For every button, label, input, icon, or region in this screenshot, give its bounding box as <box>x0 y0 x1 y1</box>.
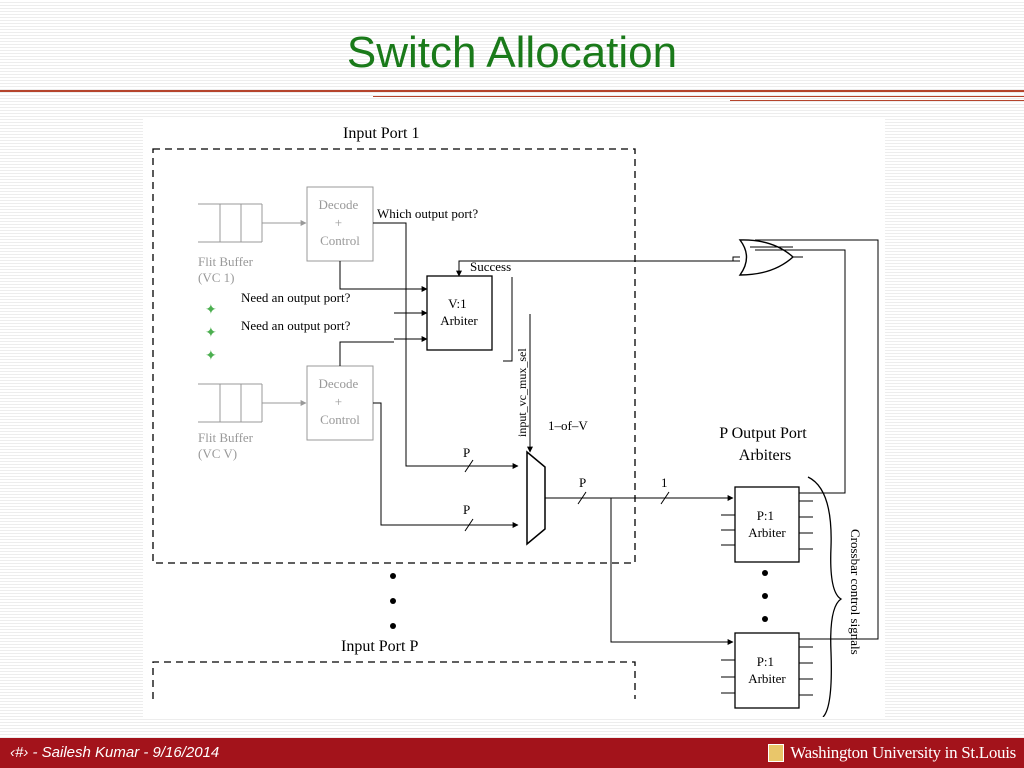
crossbar-control-label: Crossbar control signals <box>848 529 863 655</box>
p1-arbiter-top-label: P:1 Arbiter <box>748 508 786 540</box>
or-gate <box>738 239 795 276</box>
arbiter-dot <box>762 616 768 622</box>
success-label: Success <box>470 259 511 274</box>
p1-arbiter-top <box>734 486 800 563</box>
arbiter-dot <box>762 593 768 599</box>
bus-label-p: P <box>463 445 470 460</box>
one-of-v-label: 1–of–V <box>548 418 588 433</box>
mux <box>526 450 546 546</box>
which-output-port-label: Which output port? <box>377 206 478 221</box>
input-port-1-label: Input Port 1 <box>343 125 419 142</box>
slide-title: Switch Allocation <box>346 28 678 77</box>
flit-buffer-vcv-label: Flit Buffer (VC V) <box>198 430 256 461</box>
port-dot <box>390 623 396 629</box>
arbiter-dot <box>762 570 768 576</box>
input-port-p-box <box>152 661 636 699</box>
vc-dot: ✦ <box>205 303 217 318</box>
flit-buffer-vc1-label: Flit Buffer (VC 1) <box>198 254 256 285</box>
title-rule-3 <box>730 100 1024 101</box>
bus-label-one: 1 <box>661 475 668 490</box>
bus-label-p: P <box>579 475 586 490</box>
university-name: Washington University in St.Louis <box>790 743 1016 762</box>
flit-buffer-vc1 <box>198 203 307 243</box>
slide-footer: ‹#› - Sailesh Kumar - 9/16/2014 Washingt… <box>0 738 1024 768</box>
footer-text: ‹#› - Sailesh Kumar - 9/16/2014 <box>10 744 220 761</box>
need-output-port-label-1: Need an output port? <box>241 290 351 305</box>
university-brand: Washington University in St.Louis <box>768 743 1016 763</box>
p1-arbiter-bottom-label: P:1 Arbiter <box>748 654 786 686</box>
vc-dot: ✦ <box>205 349 217 364</box>
title-rule-1 <box>0 90 1024 92</box>
decode-control-top-label: Decode + Control <box>319 197 362 248</box>
port-dot <box>390 598 396 604</box>
input-vc-mux-sel-label: input_vc_mux_sel <box>515 348 529 437</box>
vc-dot: ✦ <box>205 326 217 341</box>
output-port-arbiters-title: P Output Port Arbiters <box>719 425 810 464</box>
flit-buffer-vcv <box>198 383 307 423</box>
p1-arbiter-bottom <box>734 632 800 709</box>
decode-control-bottom-label: Decode + Control <box>319 376 362 427</box>
switch-allocation-diagram: Input Port 1 Input Port P Flit Buffer (V… <box>143 117 885 717</box>
input-port-p-label: Input Port P <box>341 638 418 655</box>
title-rule-2 <box>373 96 1024 97</box>
bus-label-p: P <box>463 502 470 517</box>
need-output-port-label-2: Need an output port? <box>241 318 351 333</box>
crossbar-brace <box>807 476 843 717</box>
v1-arbiter-label: V:1 Arbiter <box>440 296 478 328</box>
university-seal-icon <box>768 744 785 762</box>
input-port-1-box <box>152 148 636 564</box>
port-dot <box>390 573 396 579</box>
